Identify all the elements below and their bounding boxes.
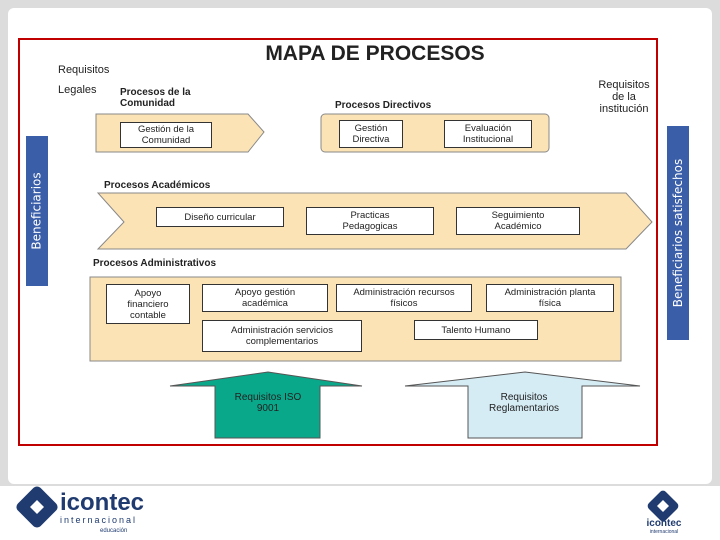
gestion-directiva-line1: Gestión [354, 123, 388, 134]
diseno-curricular-box: Diseño curricular [156, 207, 284, 227]
reglamentarios-arrow [404, 371, 641, 439]
apoyo-gestion-line1: Apoyo gestión [234, 287, 296, 298]
page-title: MAPA DE PROCESOS [265, 42, 485, 65]
admin-servicios-line1: Administración servicios [231, 325, 333, 336]
directivos-header: Procesos Directivos [335, 100, 432, 111]
gestion-comunidad-line1: Gestión de la [138, 124, 194, 135]
practicas-pedagogicas-line2: Pedagogicas [342, 221, 398, 232]
beneficiarios-satisfechos-side-bar: Beneficiarios satisfechos [667, 126, 689, 340]
requisitos-institucion-line3: institución [599, 103, 649, 115]
apoyo-financiero-line2: financiero [127, 298, 169, 310]
beneficiarios-side-bar: Beneficiarios [26, 136, 48, 286]
gestion-directiva-line2: Directiva [352, 134, 390, 145]
apoyo-gestion-line2: académica [242, 298, 288, 309]
diseno-curricular-label: Diseño curricular [184, 211, 256, 223]
admin-recursos-line1: Administración recursos [353, 287, 455, 298]
reglamentarios-line1: Requisitos [500, 392, 548, 403]
administrativos-header: Procesos Administrativos [93, 258, 217, 269]
iso-arrow [169, 371, 363, 439]
admin-planta-line2: física [538, 298, 562, 309]
admin-recursos-line2: físicos [390, 298, 418, 309]
gestion-comunidad-line2: Comunidad [141, 135, 191, 146]
icontec-right-logo-sub: internacional [649, 529, 679, 535]
requisitos-institucion-line2: de la [612, 91, 636, 103]
icontec-logo-sub: internacional [60, 515, 138, 525]
iso-line1: Requisitos ISO [234, 392, 302, 403]
reglamentarios-line2: Reglamentarios [488, 403, 560, 414]
comunidad-header-line1: Procesos de la [120, 87, 191, 98]
talento-humano-box: Talento Humano [414, 320, 538, 340]
icontec-logo-name: icontec [60, 489, 145, 516]
requisitos-legales-line1: Requisitos [58, 64, 110, 76]
seguimiento-academico-line2: Académico [494, 221, 542, 232]
icontec-right-logo-name: icontec [646, 518, 682, 529]
seguimiento-academico-line1: Seguimiento [491, 210, 545, 221]
apoyo-financiero-line1: Apoyo [134, 287, 162, 299]
evaluacion-institucional-line2: Institucional [462, 134, 514, 145]
comunidad-header-line2: Comunidad [120, 98, 175, 109]
requisitos-institucion-line1: Requisitos [598, 79, 650, 91]
icontec-logo-tag: educación [100, 528, 128, 534]
academicos-header: Procesos Académicos [104, 180, 211, 191]
requisitos-legales-line2: Legales [58, 84, 97, 96]
talento-humano-label: Talento Humano [441, 324, 511, 336]
admin-servicios-line2: complementarios [245, 336, 319, 347]
icontec-logo-mark [16, 486, 58, 528]
icontec-right-logo-mark [647, 490, 679, 522]
practicas-pedagogicas-line1: Practicas [350, 210, 390, 221]
admin-planta-line1: Administración planta [504, 287, 596, 298]
apoyo-financiero-line3: contable [130, 309, 166, 321]
iso-line2: 9001 [256, 403, 280, 414]
footer-bar [0, 486, 720, 540]
evaluacion-institucional-line1: Evaluación [464, 123, 512, 134]
